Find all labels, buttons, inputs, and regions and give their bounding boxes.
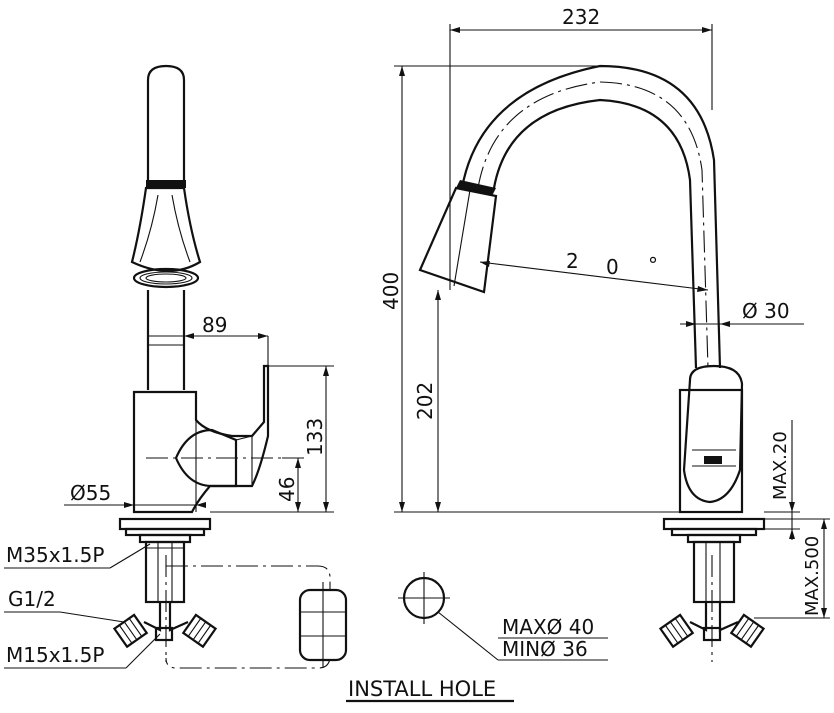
dim-handle-89: 89: [202, 313, 227, 337]
callout-thread-main: M35x1.5P: [6, 543, 104, 567]
dim-hose-max: MAX.500: [802, 536, 823, 616]
callout-thread-hose: M15x1.5P: [6, 643, 104, 667]
callout-inlet: G1/2: [8, 587, 56, 611]
install-hole-title: INSTALL HOLE: [348, 677, 496, 701]
front-view-faucet: [418, 64, 766, 662]
dim-base-46: 46: [275, 477, 299, 502]
front-view-dimensions: [394, 24, 830, 619]
hose-route: [165, 565, 348, 669]
dim-base-133: 133: [303, 418, 327, 456]
left-callout-leaders: [4, 543, 161, 669]
install-hole-symbol: [398, 572, 608, 661]
dim-rotation-0: 0: [606, 255, 619, 279]
callout-hole-max: MAXØ 40: [502, 615, 594, 639]
dim-deck-max: MAX.20: [770, 431, 791, 500]
side-view-faucet: [112, 64, 282, 662]
dim-rotation-2: 2: [566, 249, 579, 273]
callout-hole-min: MINØ 36: [502, 637, 588, 661]
dim-spout-diameter: Ø 30: [742, 299, 790, 323]
side-view-dimensions: [64, 333, 334, 513]
dim-spout-202: 202: [413, 382, 437, 420]
dim-base-diameter: Ø55: [70, 481, 111, 505]
dim-rotation-deg: °: [648, 253, 658, 277]
dim-height-400: 400: [379, 272, 403, 310]
dim-width-232: 232: [562, 5, 600, 29]
